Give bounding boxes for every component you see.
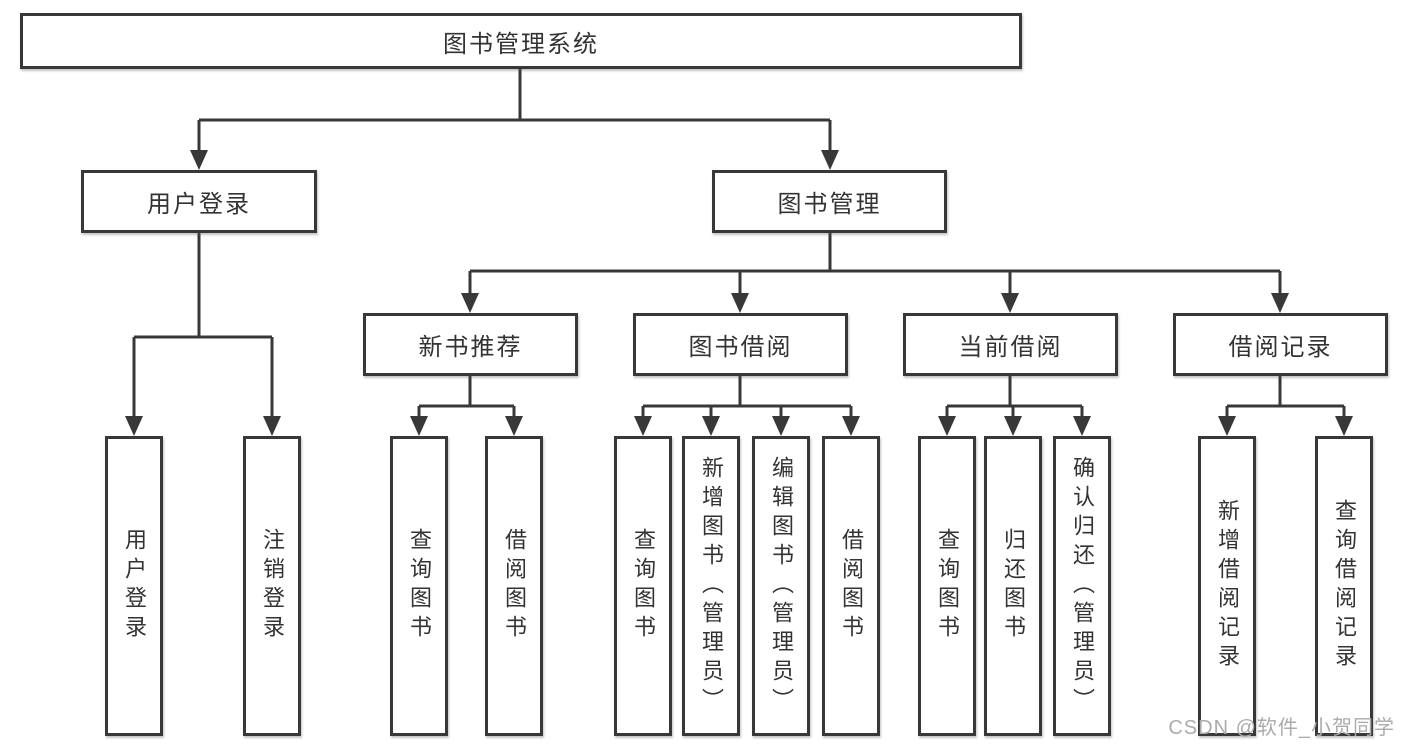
connector-new-book-recommend xyxy=(417,376,516,418)
node-leaf-add-book-admin: 新增图书（管理员） xyxy=(682,436,740,736)
node-leaf-add-book-admin-label: 新增图书（管理员） xyxy=(699,455,724,717)
node-book-management-label: 图书管理 xyxy=(777,191,882,218)
node-library-system: 图书管理系统 xyxy=(20,13,1022,69)
node-leaf-logout: 注销登录 xyxy=(243,436,301,736)
connector-current-borrowing xyxy=(945,376,1084,418)
node-leaf-return-books: 归还图书 xyxy=(984,436,1042,736)
node-leaf-query-books-1: 查询图书 xyxy=(390,436,448,736)
node-leaf-query-books-2-label: 查询图书 xyxy=(631,528,656,644)
node-new-book-recommend: 新书推荐 xyxy=(363,313,578,376)
node-leaf-query-books-3-label: 查询图书 xyxy=(935,528,960,644)
node-leaf-logout-label: 注销登录 xyxy=(260,528,285,644)
node-leaf-query-borrow-record: 查询借阅记录 xyxy=(1315,436,1373,736)
node-leaf-confirm-return-admin-label: 确认归还（管理员） xyxy=(1070,455,1095,717)
node-leaf-borrow-books-1-label: 借阅图书 xyxy=(502,528,527,644)
connector-book-borrowing xyxy=(641,376,853,418)
node-leaf-edit-book-admin: 编辑图书（管理员） xyxy=(752,436,810,736)
node-leaf-borrow-books-2: 借阅图书 xyxy=(822,436,880,736)
connector-user-login xyxy=(132,233,274,418)
connector-root xyxy=(197,69,832,152)
node-borrow-records: 借阅记录 xyxy=(1173,313,1388,376)
node-leaf-edit-book-admin-label: 编辑图书（管理员） xyxy=(769,455,794,717)
node-leaf-add-borrow-record-label: 新增借阅记录 xyxy=(1215,499,1240,673)
node-leaf-query-books-2: 查询图书 xyxy=(614,436,672,736)
connector-borrow-records xyxy=(1225,376,1346,418)
node-borrow-records-label: 借阅记录 xyxy=(1228,334,1333,361)
arrowheads xyxy=(125,150,1353,436)
node-user-login-label: 用户登录 xyxy=(147,191,251,218)
node-user-login: 用户登录 xyxy=(81,170,317,233)
node-leaf-query-borrow-record-label: 查询借阅记录 xyxy=(1332,499,1357,673)
node-leaf-user-login: 用户登录 xyxy=(105,436,163,736)
node-leaf-borrow-books-2-label: 借阅图书 xyxy=(839,528,864,644)
node-leaf-query-books-3: 查询图书 xyxy=(918,436,976,736)
node-library-system-label: 图书管理系统 xyxy=(443,30,599,58)
node-book-borrowing-label: 图书借阅 xyxy=(688,334,793,361)
node-leaf-query-books-1-label: 查询图书 xyxy=(407,528,432,644)
node-current-borrowing: 当前借阅 xyxy=(903,313,1118,376)
watermark: CSDN @软件_小贺同学 xyxy=(1168,717,1395,739)
connector-book-management xyxy=(468,233,1282,295)
node-leaf-return-books-label: 归还图书 xyxy=(1001,528,1026,644)
node-leaf-user-login-label: 用户登录 xyxy=(122,528,147,644)
node-leaf-borrow-books-1: 借阅图书 xyxy=(485,436,543,736)
node-book-management: 图书管理 xyxy=(712,170,947,233)
node-new-book-recommend-label: 新书推荐 xyxy=(418,334,523,361)
node-leaf-add-borrow-record: 新增借阅记录 xyxy=(1198,436,1256,736)
node-book-borrowing: 图书借阅 xyxy=(633,313,848,376)
node-leaf-confirm-return-admin: 确认归还（管理员） xyxy=(1053,436,1111,736)
node-current-borrowing-label: 当前借阅 xyxy=(958,334,1063,361)
